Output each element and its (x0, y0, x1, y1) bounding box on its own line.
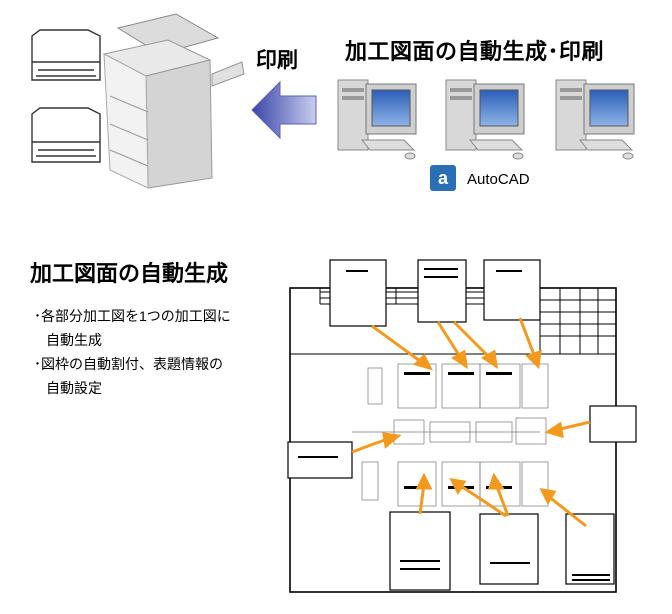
paper-stack-icon (31, 107, 101, 163)
paper-stack-icon (31, 29, 101, 81)
feature-item-2-line2: 自動設定 (46, 380, 102, 396)
desktop-computer-icon (337, 79, 417, 160)
placement-arrows (351, 317, 591, 528)
part-sheet-details (298, 268, 610, 581)
autocad-logo-icon: a (430, 165, 456, 191)
part-details (352, 363, 549, 507)
feature-item-1-line2: 自動生成 (46, 332, 102, 348)
section-title: 加工図面の自動生成 (30, 261, 229, 286)
part-drawing-sheets (287, 259, 637, 591)
part-detail-bars (404, 372, 512, 489)
print-arrow-icon (251, 80, 317, 140)
feature-list: ･各部分加工図を1つの加工図に 自動生成 ･図枠の自動割付、表題情報の 自動設定 (34, 304, 231, 400)
feature-item-1-line1: ･各部分加工図を1つの加工図に (34, 308, 231, 324)
page-title: 加工図面の自動生成･印刷 (345, 39, 605, 64)
feature-item-2-line1: ･図枠の自動割付、表題情報の (34, 356, 223, 372)
print-label: 印刷 (256, 49, 298, 72)
printer-icon (102, 13, 245, 189)
autocad-label: AutoCAD (467, 171, 530, 188)
